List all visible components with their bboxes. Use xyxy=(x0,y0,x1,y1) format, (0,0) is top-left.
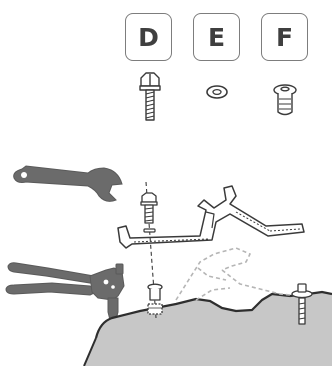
exploded-rivet-nut-icon xyxy=(148,284,162,314)
rivet-gun-icon xyxy=(6,263,124,320)
roof-panel xyxy=(84,292,332,366)
rivet-nut-icon xyxy=(274,85,296,115)
exploded-bolt-icon xyxy=(141,193,157,223)
ghost-rail-outline xyxy=(176,248,300,300)
bolt-icon xyxy=(140,73,160,120)
wrench-icon xyxy=(14,166,122,201)
washer-icon xyxy=(207,86,227,98)
exploded-washer-icon xyxy=(144,229,155,232)
